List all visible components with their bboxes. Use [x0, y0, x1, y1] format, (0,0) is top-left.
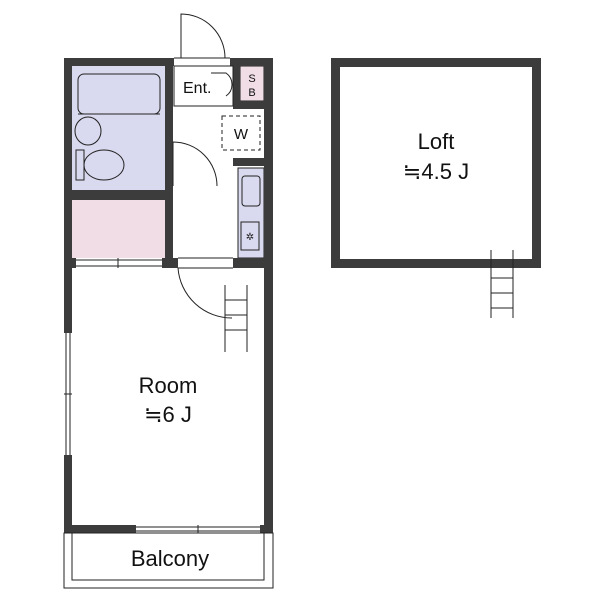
bathtub	[77, 73, 161, 115]
exterior-walls	[64, 58, 273, 533]
room-size: ≒6 J	[144, 402, 192, 427]
left-window	[64, 333, 72, 455]
toilet-tank	[75, 149, 85, 181]
room-name: Room	[139, 373, 198, 398]
loft-name: Loft	[418, 129, 455, 154]
closet-area	[72, 200, 165, 258]
entrance-step	[173, 65, 234, 107]
shoe-box-label-line2: B	[248, 87, 255, 99]
stove-icon	[240, 221, 260, 251]
toilet-bowl	[83, 149, 125, 181]
washer-space	[221, 115, 261, 151]
balcony-window	[136, 525, 260, 533]
loft-size: ≒4.5 J	[403, 159, 469, 184]
entrance-label: Ent.	[183, 80, 211, 97]
sink	[74, 116, 102, 146]
loft-walls	[331, 58, 541, 268]
loft-ladder	[490, 250, 514, 318]
balcony-label: Balcony	[131, 546, 209, 571]
shoe-box	[239, 65, 265, 102]
entrance-door-swing	[180, 13, 226, 59]
bathroom-door-swing	[172, 141, 218, 187]
room-door-swing	[177, 267, 233, 319]
svg-text:✲: ✲	[246, 232, 254, 243]
washer-label: W	[234, 126, 249, 143]
kitchen-sink	[241, 175, 261, 207]
room-ladder	[224, 285, 248, 352]
balcony-inner	[71, 532, 265, 581]
shoe-box-label-line1: S	[248, 73, 255, 85]
